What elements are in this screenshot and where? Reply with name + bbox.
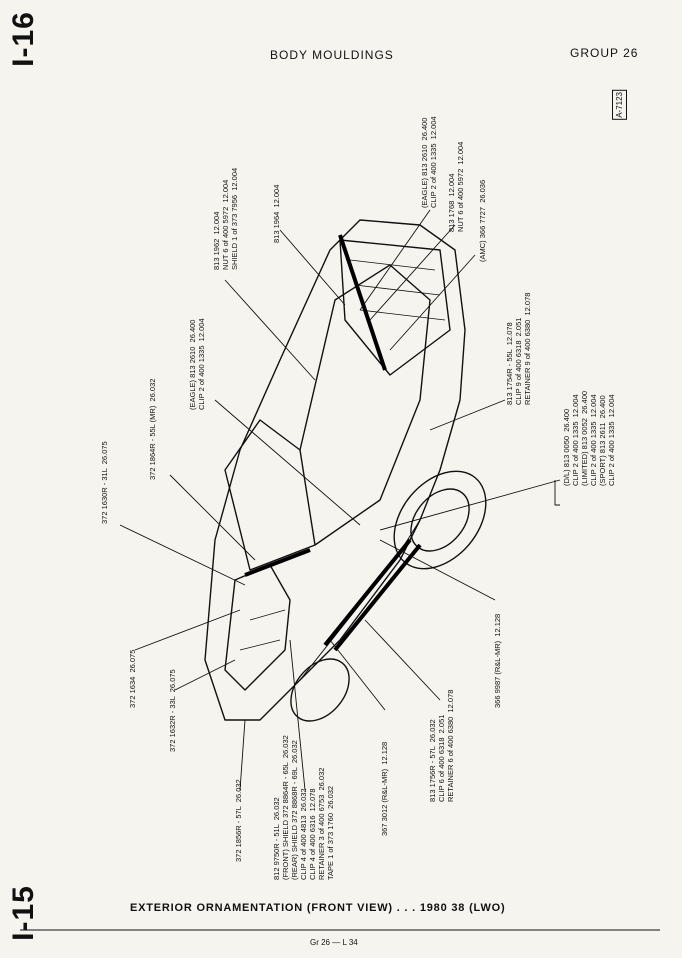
callout-812-9750: 812 9750R - 51L 26.032 (FRONT) SHIELD 37… <box>272 735 335 880</box>
rear-wheel <box>290 658 350 722</box>
callout-amc-366-7727: (AMC) 366 7727 26.036 <box>478 179 487 262</box>
callout-367-3012: 367 3012 (R&L-MR) 12.128 <box>380 741 389 836</box>
callout-813-1756: 813 1756R - 57L 26.032 CLIP 6 of 400 631… <box>428 689 455 802</box>
side-moulding-lower <box>333 543 422 652</box>
callout-372-1632: 372 1632R - 33L 26.075 <box>168 669 177 752</box>
callout-366-9987: 366 9987 (R&L-MR) 12.128 <box>493 613 502 708</box>
side-moulding-upper <box>323 538 412 647</box>
callout-372-1864: 372 1864R - 55L (MR) 26.032 <box>148 378 157 480</box>
callout-eagle-813-2610-side: (EAGLE) 813 2610 26.400 CLIP 2 of 400 13… <box>188 318 206 410</box>
callout-813-1754: 813 1754R - 55L 12.078 CLIP 9 of 400 631… <box>505 292 532 405</box>
side-window <box>224 564 291 691</box>
footer-caption: EXTERIOR ORNAMENTATION (FRONT VIEW) . . … <box>130 902 506 914</box>
callout-372-1634: 372 1634 26.075 <box>128 649 137 708</box>
callout-813-1768: 813 1768 12.004 NUT 6 of 400 5972 12.004 <box>447 141 465 232</box>
callout-trim-nameplates: (D/L) 813 0050 26.400 CLIP 2 of 400 1335… <box>562 390 616 486</box>
car-body-outline <box>204 219 466 721</box>
callout-813-1962: 813 1962 12.004 NUT 6 of 400 5972 12.004… <box>212 167 239 270</box>
callout-372-1630: 372 1630R - 31L 26.075 <box>100 441 109 524</box>
footer-reference: Gr 26 — L 34 <box>310 938 358 947</box>
callout-813-1964: 813 1964 12.004 <box>272 184 281 243</box>
page-title: BODY MOULDINGS <box>270 48 394 62</box>
callout-372-1856: 372 1856R - 57L 26.032 <box>234 779 243 862</box>
grille-moulding <box>338 234 387 371</box>
front-grille <box>339 239 451 376</box>
hood-edge <box>299 264 431 546</box>
callout-eagle-813-2610-top: (EAGLE) 813 2610 26.400 CLIP 2 of 400 13… <box>420 116 438 208</box>
group-label: GROUP 26 <box>570 46 639 60</box>
windshield-moulding <box>244 548 311 577</box>
windshield-outline <box>224 419 316 571</box>
